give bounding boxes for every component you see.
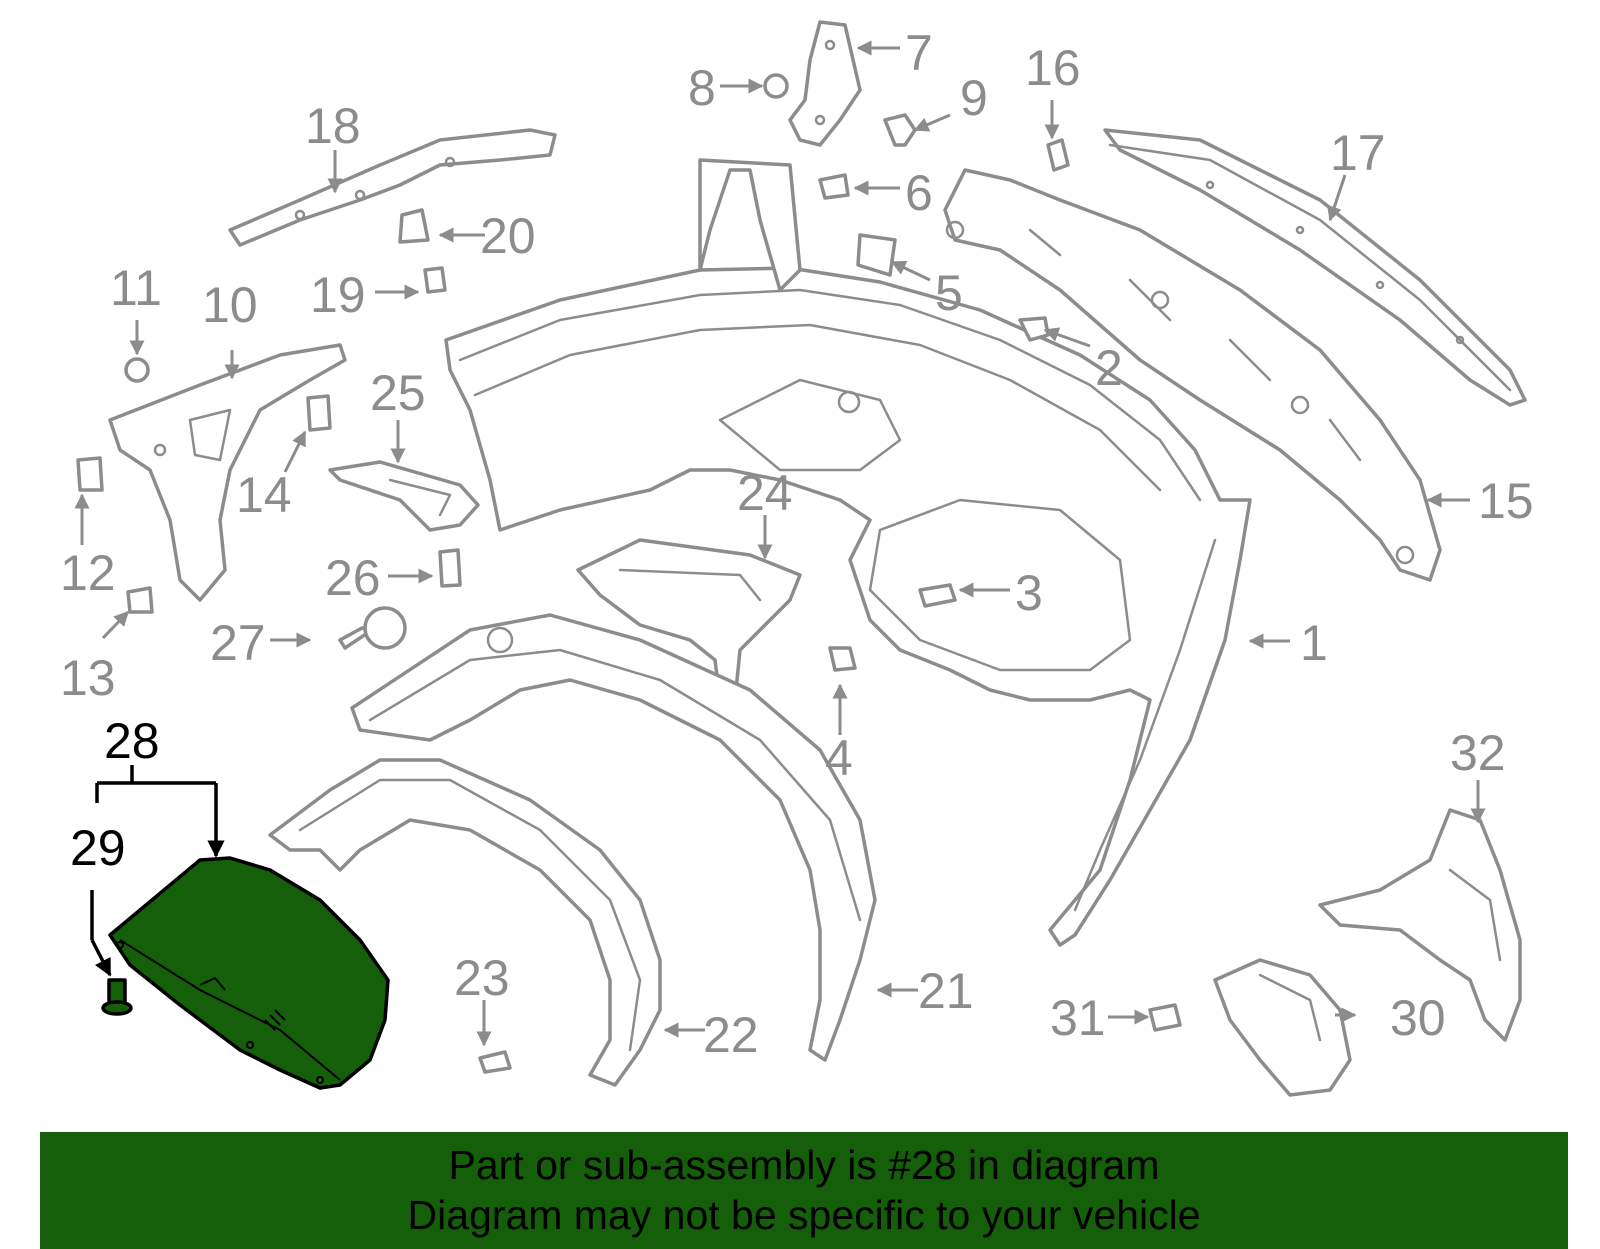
part-19-screw [423,266,447,294]
part-30-cover [1213,958,1352,1097]
callout-20: 20 [480,208,536,264]
callout-28: 28 [104,713,160,769]
callout-18: 18 [305,98,361,154]
callout-16: 16 [1025,40,1081,96]
part-21-lower-valance [350,613,877,1062]
part-25-bracket-plate [328,460,480,532]
callout-30: 30 [1390,990,1446,1046]
part-10-side-bracket [108,343,347,602]
part-3-bolt [918,583,957,608]
part-26-clip [438,548,462,588]
callout-6: 6 [905,165,933,221]
callout-2: 2 [1095,340,1123,396]
callout-27: 27 [210,615,266,671]
part-20-clip [398,208,430,244]
part-17-impact-bar [1103,128,1527,407]
callout-15: 15 [1478,473,1534,529]
callout-31: 31 [1050,990,1106,1046]
callout-32: 32 [1450,725,1506,781]
part-9-pin [883,113,917,147]
part-14-clip [306,394,332,432]
callout-3: 3 [1015,565,1043,621]
part-6-bolt [818,173,850,200]
part-22-diffuser [268,758,662,1087]
callout-1: 1 [1300,615,1328,671]
callout-29: 29 [70,820,126,876]
banner-line-1: Part or sub-assembly is #28 in diagram [448,1142,1160,1188]
part-5-clip [856,233,897,277]
part-23-screw [478,1050,512,1074]
callout-8: 8 [688,60,716,116]
part-27-sensor [363,606,407,650]
part-8-grommet [763,73,789,99]
callout-25: 25 [370,365,426,421]
part-7-bracket [788,20,862,147]
callout-22: 22 [703,1007,759,1063]
callout-13: 13 [60,650,116,706]
callout-12: 12 [60,545,116,601]
banner-line-2: Diagram may not be specific to your vehi… [407,1192,1201,1238]
info-banner: Part or sub-assembly is #28 in diagram D… [40,1132,1568,1249]
part-18-reinforcement [228,128,557,247]
callout-24: 24 [737,465,793,521]
part-4-nut [828,646,857,672]
callout-5: 5 [935,265,963,321]
part-28-highlighted [108,856,390,1090]
part-29-highlighted [101,978,133,1016]
part-32-bracket [1318,808,1522,1042]
part-12-clip [76,456,104,492]
part-1-bumper-cover [444,158,1252,947]
callout-11: 11 [110,260,162,316]
callout-23: 23 [454,950,510,1006]
part-31-screw [1148,1003,1182,1032]
part-13-screw [126,586,154,614]
callout-lines [74,40,1486,1047]
callout-17: 17 [1330,125,1386,181]
callout-10: 10 [202,277,258,333]
callout-21: 21 [918,963,974,1019]
part-15-absorber [943,168,1442,582]
part-16-clip [1046,138,1070,172]
callout-14: 14 [236,467,292,523]
callout-4: 4 [825,730,853,786]
callout-9: 9 [960,70,988,126]
callout-numbers: 1 2 3 4 5 6 7 8 9 10 11 12 13 14 15 16 1… [60,25,1534,1063]
part-11-grommet [124,357,150,383]
small-parts [76,73,1182,1074]
callout-26: 26 [325,550,381,606]
callout-7: 7 [905,25,933,81]
callout-19: 19 [310,267,366,323]
